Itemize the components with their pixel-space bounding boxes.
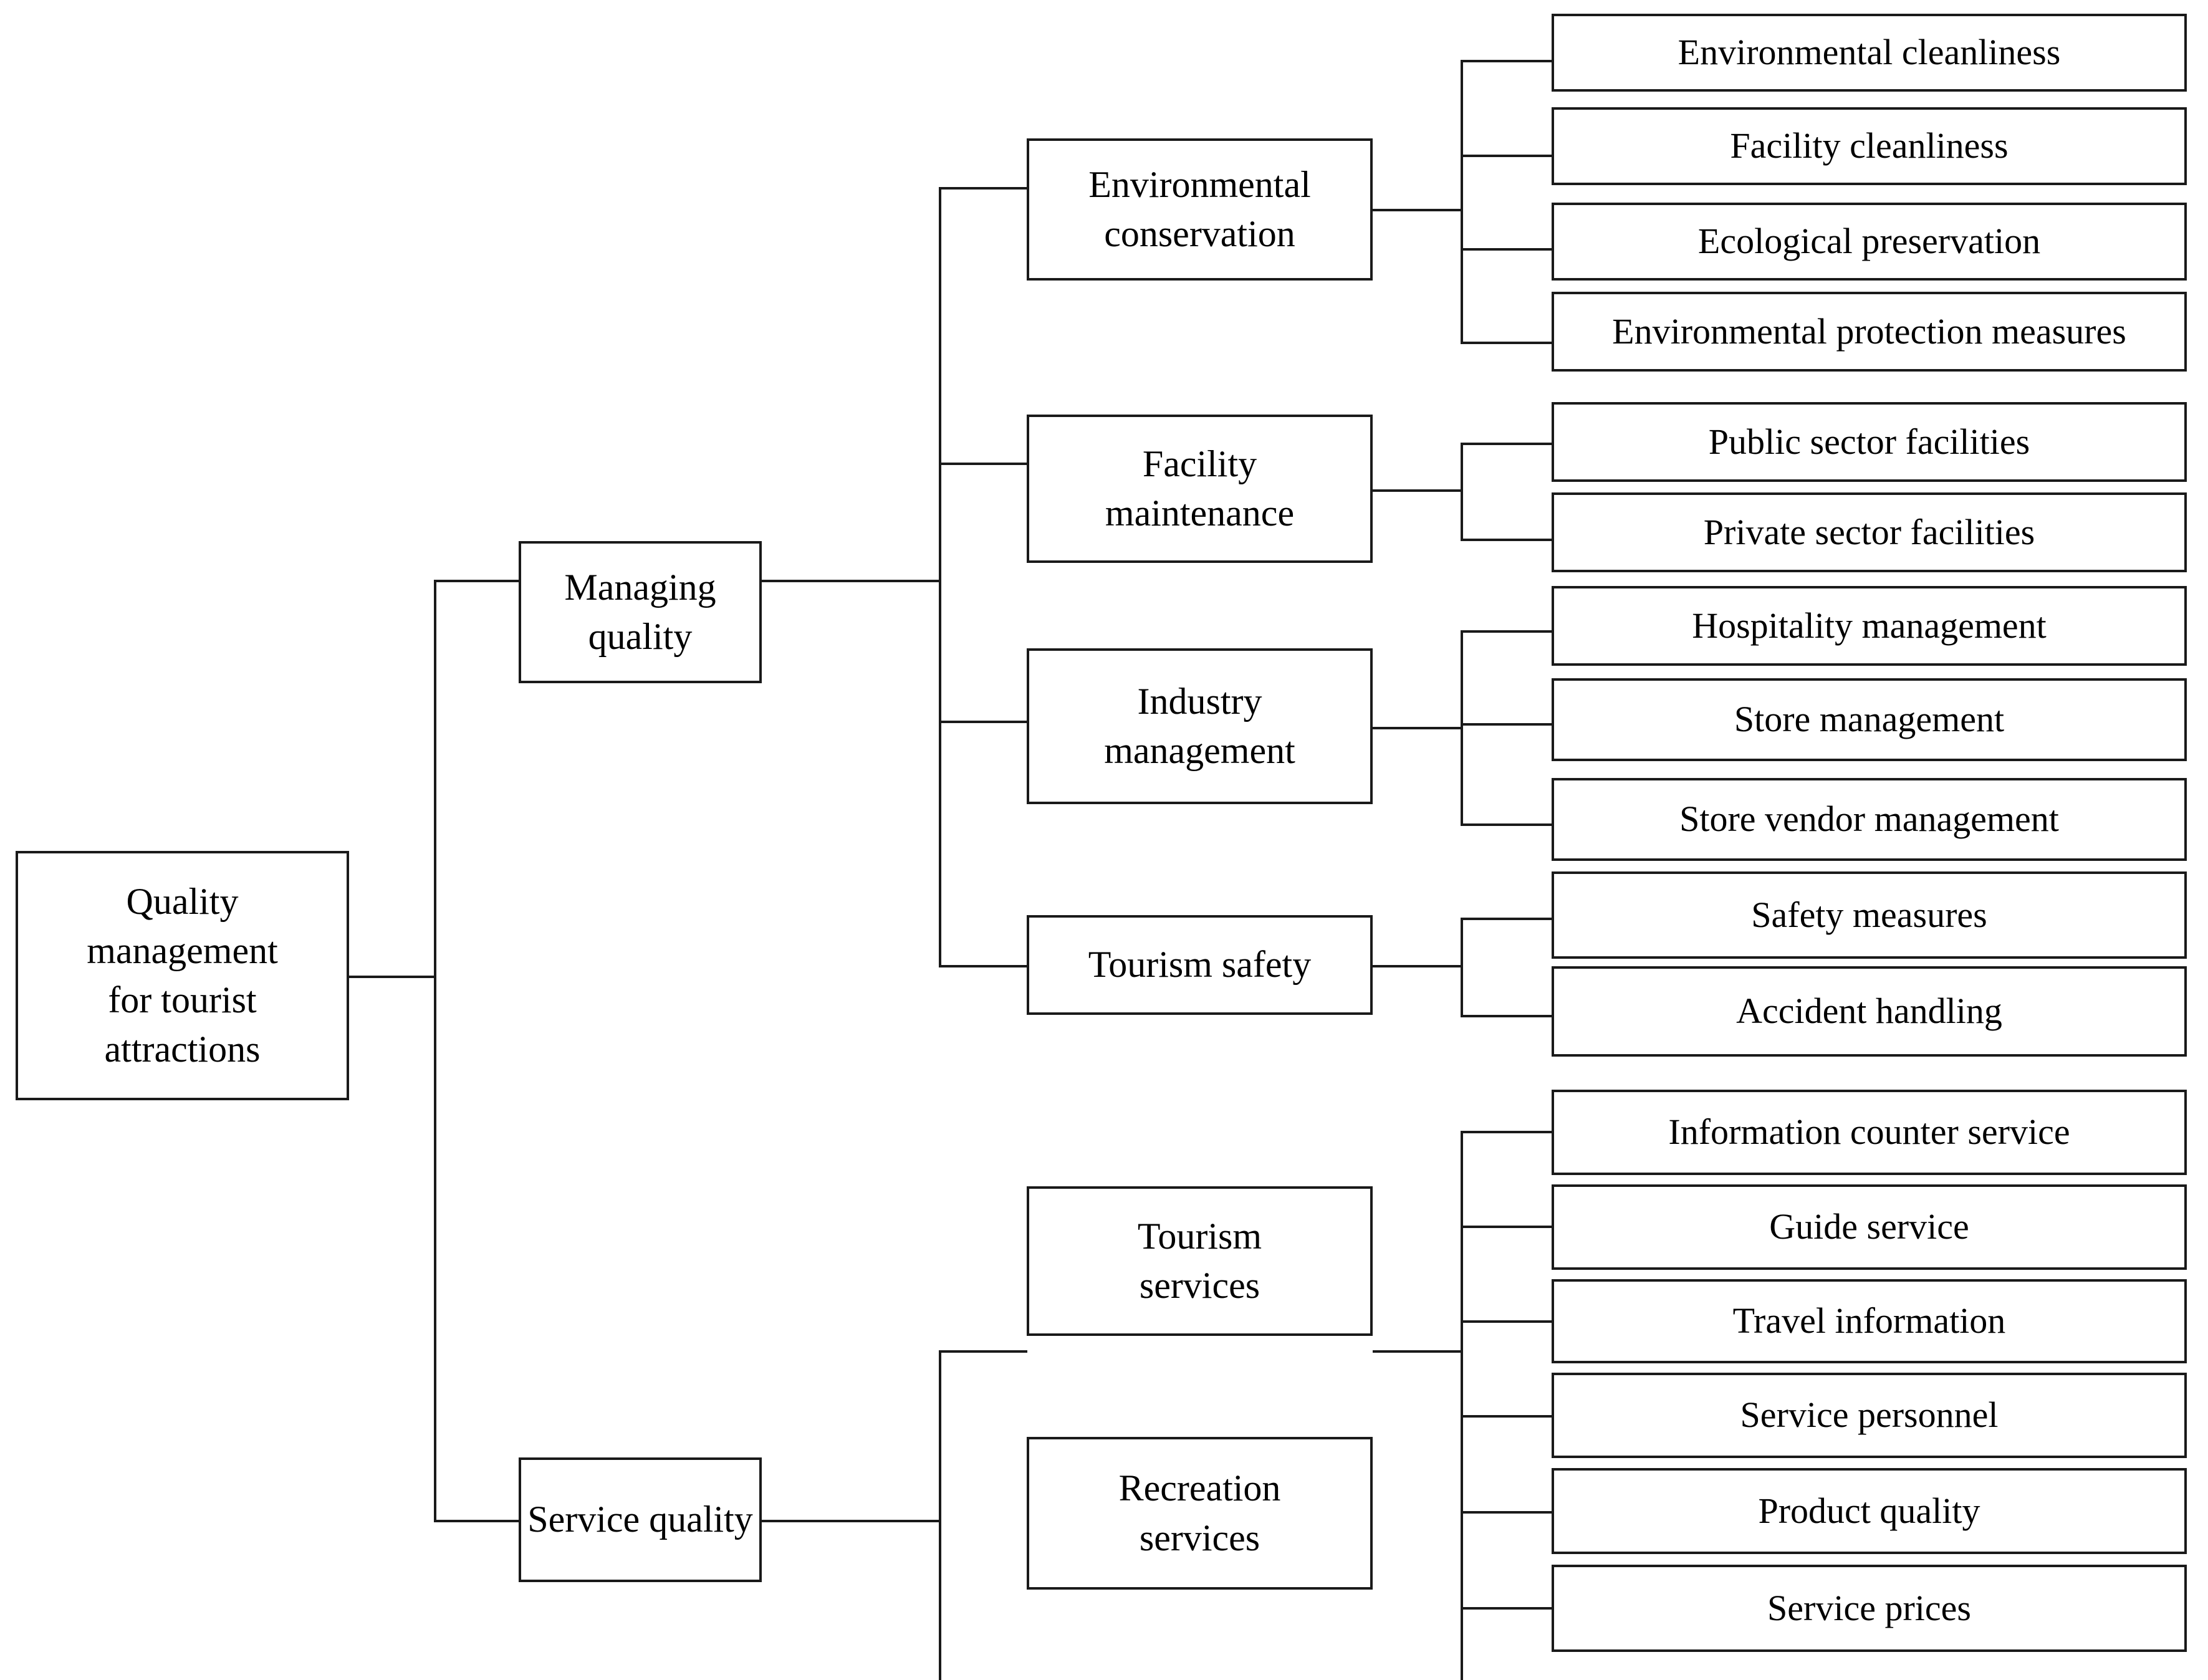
leafspine-tourism-services <box>1461 1132 1463 1446</box>
node-root-quality-management[interactable]: Quality management for tourist attractio… <box>16 851 349 1100</box>
connector-leaf-safety-measures <box>1461 918 1553 920</box>
connector-tourism-safety-to-leafspine <box>1373 965 1463 967</box>
node-managing-quality[interactable]: Managing quality <box>519 541 762 683</box>
connector-service-quality-to-spine <box>762 1520 941 1522</box>
connector-managing-quality-to-spine <box>762 580 941 582</box>
node-product-quality-label: Product quality <box>1758 1490 1980 1531</box>
node-travel-information-label: Travel information <box>1732 1300 2006 1342</box>
connector-leaf-facility-cleanliness <box>1461 155 1553 157</box>
node-tourism-safety-label: Tourism safety <box>1088 944 1312 986</box>
node-tourism-services[interactable]: Tourism services <box>1027 1186 1373 1336</box>
connector-facility-maintenance-to-leafspine <box>1373 489 1463 492</box>
node-managing-quality-label: Managing quality <box>564 566 716 657</box>
node-information-counter-service-label: Information counter service <box>1668 1111 2070 1153</box>
connector-leaf-service-prices <box>1461 1607 1553 1610</box>
connector-spine-to-service-quality <box>434 1520 519 1522</box>
connector-leaf-hospitality-management <box>1461 630 1553 633</box>
connector-spine-to-industry-management <box>939 721 1027 723</box>
connector-service-quality-spine <box>939 1351 941 1680</box>
node-root-label: Quality management for tourist attractio… <box>87 880 278 1070</box>
node-industry-management[interactable]: Industry management <box>1027 648 1373 804</box>
node-industry-management-label: Industry management <box>1104 680 1295 771</box>
node-hospitality-management[interactable]: Hospitality management <box>1552 586 2187 666</box>
connector-tourism-services-to-leafspine <box>1373 1350 1463 1353</box>
node-facility-cleanliness[interactable]: Facility cleanliness <box>1552 107 2187 185</box>
node-environmental-conservation-label: Environmental conservation <box>1088 163 1311 254</box>
connector-leaf-ecological-preservation <box>1461 248 1553 251</box>
node-accident-handling-label: Accident handling <box>1736 991 2002 1032</box>
connector-leaf-store-vendor-management <box>1461 823 1553 826</box>
connector-leaf-guide-service <box>1461 1226 1553 1228</box>
node-service-prices[interactable]: Service prices <box>1552 1565 2187 1652</box>
node-product-quality[interactable]: Product quality <box>1552 1468 2187 1554</box>
node-public-sector-facilities-label: Public sector facilities <box>1708 421 2030 462</box>
connector-industry-management-to-leafspine <box>1373 727 1463 729</box>
connector-leaf-accident-handling <box>1461 1015 1553 1017</box>
connector-spine-to-managing-quality <box>434 580 519 582</box>
node-service-quality-label: Service quality <box>527 1499 753 1540</box>
node-safety-measures-label: Safety measures <box>1751 894 1987 935</box>
node-private-sector-facilities[interactable]: Private sector facilities <box>1552 492 2187 572</box>
node-environmental-protection-measures[interactable]: Environmental protection measures <box>1552 292 2187 372</box>
node-store-vendor-management[interactable]: Store vendor management <box>1552 778 2187 861</box>
node-accident-handling[interactable]: Accident handling <box>1552 966 2187 1057</box>
connector-leaf-information-counter-service <box>1461 1131 1553 1133</box>
node-safety-measures[interactable]: Safety measures <box>1552 871 2187 959</box>
connector-leaf-store-management <box>1461 723 1553 726</box>
node-facility-maintenance[interactable]: Facility maintenance <box>1027 415 1373 563</box>
node-environmental-cleanliness-label: Environmental cleanliness <box>1678 32 2061 73</box>
connector-leaf-private-sector-facilities <box>1461 539 1553 541</box>
node-guide-service[interactable]: Guide service <box>1552 1184 2187 1270</box>
node-recreation-services[interactable]: Recreation services <box>1027 1437 1373 1590</box>
connector-spine-to-tourism-services <box>939 1350 1027 1353</box>
node-facility-maintenance-label: Facility maintenance <box>1105 443 1295 534</box>
connector-managing-quality-spine <box>939 188 941 966</box>
node-tourism-safety[interactable]: Tourism safety <box>1027 915 1373 1015</box>
node-store-management-label: Store management <box>1734 699 2005 740</box>
connector-spine-to-facility-maintenance <box>939 463 1027 465</box>
connector-leaf-public-sector-facilities <box>1461 443 1553 445</box>
node-travel-information[interactable]: Travel information <box>1552 1279 2187 1363</box>
connector-environmental-conservation-to-leafspine <box>1373 209 1463 211</box>
node-information-counter-service[interactable]: Information counter service <box>1552 1090 2187 1175</box>
node-store-management[interactable]: Store management <box>1552 678 2187 761</box>
node-environmental-protection-measures-label: Environmental protection measures <box>1612 310 2126 352</box>
node-service-personnel-label: Service personnel <box>1740 1394 1999 1436</box>
node-public-sector-facilities[interactable]: Public sector facilities <box>1552 402 2187 482</box>
node-ecological-preservation[interactable]: Ecological preservation <box>1552 203 2187 281</box>
connector-root-to-spine <box>349 976 436 978</box>
node-recreation-services-label: Recreation services <box>1118 1467 1281 1558</box>
node-facility-cleanliness-label: Facility cleanliness <box>1730 125 2009 166</box>
connector-leaf-product-quality <box>1461 1511 1553 1514</box>
node-guide-service-label: Guide service <box>1769 1206 1969 1247</box>
connector-leaf-travel-information <box>1461 1320 1553 1323</box>
connector-spine-to-environmental-conservation <box>939 187 1027 190</box>
connector-leaf-environmental-cleanliness <box>1461 60 1553 62</box>
node-hospitality-management-label: Hospitality management <box>1692 605 2047 646</box>
connector-leaf-service-personnel <box>1461 1415 1553 1418</box>
leafspine-environmental-conservation <box>1461 61 1463 343</box>
leafspine-tourism-safety <box>1461 919 1463 1017</box>
connector-root-spine <box>434 581 436 1522</box>
node-ecological-preservation-label: Ecological preservation <box>1697 221 2041 262</box>
leafspine-industry-management <box>1461 631 1463 826</box>
node-service-prices-label: Service prices <box>1767 1587 1971 1628</box>
node-service-personnel[interactable]: Service personnel <box>1552 1373 2187 1458</box>
node-service-quality[interactable]: Service quality <box>519 1457 762 1582</box>
node-environmental-conservation[interactable]: Environmental conservation <box>1027 138 1373 281</box>
node-store-vendor-management-label: Store vendor management <box>1679 799 2059 840</box>
connector-spine-to-tourism-safety <box>939 965 1027 967</box>
connector-leaf-environmental-protection-measures <box>1461 342 1553 344</box>
node-environmental-cleanliness[interactable]: Environmental cleanliness <box>1552 14 2187 92</box>
node-private-sector-facilities-label: Private sector facilities <box>1703 511 2035 552</box>
node-tourism-services-label: Tourism services <box>1137 1215 1262 1306</box>
leafspine-facility-maintenance <box>1461 444 1463 541</box>
leafspine-recreation-services <box>1461 1416 1463 1680</box>
